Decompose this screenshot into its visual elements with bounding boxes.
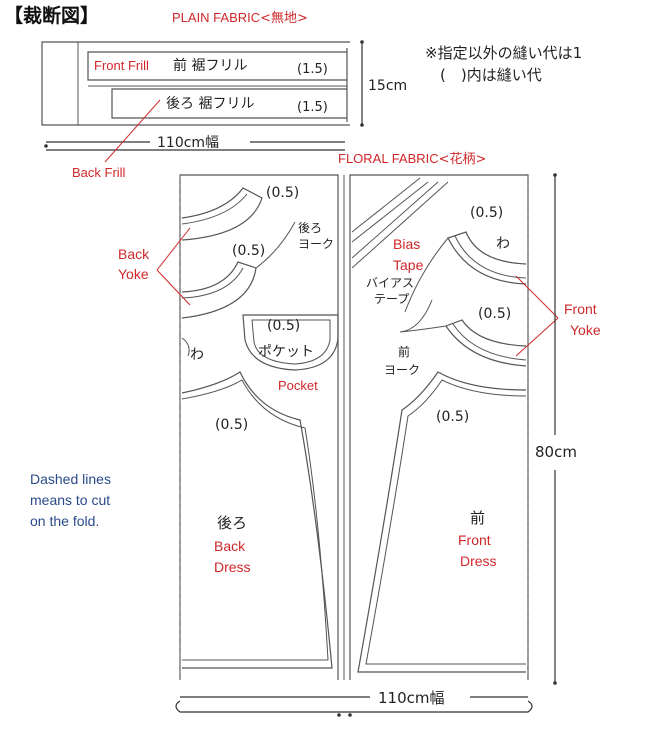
- bias-tape-strips: [351, 177, 449, 269]
- bias-tape-jp-line2: テープ: [374, 292, 409, 306]
- front-yoke-jp-line1: 前: [398, 344, 410, 359]
- floral-height-label: 80cm: [535, 443, 577, 461]
- plain-height-dimension: [360, 40, 364, 127]
- pocket-jp: ポケット: [258, 344, 314, 360]
- floral-width-label: 110cm幅: [378, 689, 445, 707]
- plain-fabric-label: PLAIN FABRIC<無地>: [172, 10, 308, 26]
- back-dress-jp: 後ろ: [217, 514, 247, 532]
- back-yoke-en-line2: Yoke: [118, 266, 149, 282]
- front-yoke-piece-lower: [399, 299, 527, 367]
- back-frill-en: Back Frill: [72, 165, 126, 180]
- front-frill-seam: (1.5): [297, 62, 328, 77]
- floral-fabric-layout: [179, 174, 529, 680]
- back-dress-piece: [181, 371, 333, 669]
- pocket-en: Pocket: [278, 378, 318, 393]
- back-frill-leader: [104, 99, 161, 163]
- back-yoke-seam-a: (0.5): [266, 185, 299, 201]
- back-yoke-en-line1: Back: [118, 246, 150, 262]
- front-dress-jp: 前: [470, 509, 485, 527]
- pocket-piece: [242, 314, 339, 371]
- fold-mark-left: わ: [190, 347, 204, 363]
- floral-fabric-label: FLORAL FABRIC<花柄>: [338, 151, 486, 167]
- fold-mark-right: わ: [496, 236, 510, 252]
- back-frill-piece: [111, 88, 347, 119]
- front-yoke-leader-b: [515, 317, 559, 357]
- front-yoke-seam-a: (0.5): [470, 205, 503, 221]
- plain-height-label: 15cm: [368, 78, 407, 94]
- back-frill-seam: (1.5): [297, 100, 328, 115]
- fold-note-line1: Dashed lines: [30, 471, 111, 487]
- diagram-title: 【裁断図】: [4, 4, 99, 27]
- fold-note-line3: on the fold.: [30, 513, 99, 529]
- plain-fabric-layout: [41, 41, 350, 126]
- back-yoke-piece-lower: [181, 221, 296, 319]
- front-dress-en-line1: Front: [458, 532, 491, 548]
- back-yoke-jp-line1: 後ろ: [298, 221, 322, 235]
- front-dress-piece: [357, 371, 527, 673]
- pocket-seam: (0.5): [267, 318, 300, 334]
- seam-note-line2: ( )内は縫い代: [440, 66, 542, 84]
- front-frill-jp: 前 裾フリル: [173, 57, 247, 74]
- floral-height-dimension: [553, 173, 557, 685]
- back-yoke-piece-upper: [181, 187, 263, 241]
- front-yoke-piece-upper: [404, 231, 527, 313]
- front-yoke-en-line1: Front: [564, 301, 597, 317]
- back-yoke-leader-b: [156, 269, 191, 306]
- back-dress-en-line1: Back: [214, 538, 246, 554]
- front-frill-piece: [87, 51, 347, 81]
- back-yoke-leader-a: [156, 227, 191, 271]
- back-dress-en-line2: Dress: [214, 559, 251, 575]
- seam-note-line1: ※指定以外の縫い代は1: [425, 44, 582, 62]
- back-yoke-jp-line2: ヨーク: [298, 237, 334, 251]
- front-frill-en: Front Frill: [94, 58, 149, 73]
- back-yoke-seam-b: (0.5): [232, 243, 265, 259]
- back-frill-jp: 後ろ 裾フリル: [166, 96, 254, 112]
- fold-note-line2: means to cut: [30, 492, 110, 508]
- bias-tape-en-line2: Tape: [393, 257, 424, 273]
- front-dress-seam: (0.5): [436, 409, 469, 425]
- front-yoke-leader-a: [515, 275, 559, 319]
- front-yoke-en-line2: Yoke: [570, 322, 601, 338]
- floral-width-dimension: [175, 696, 533, 717]
- bias-tape-en-line1: Bias: [393, 236, 420, 252]
- front-yoke-seam-b: (0.5): [478, 306, 511, 322]
- back-dress-seam: (0.5): [215, 417, 248, 433]
- plain-width-label: 110cm幅: [157, 135, 219, 151]
- bias-tape-jp-line1: バイアス: [366, 276, 414, 290]
- plain-width-dimension: [44, 141, 345, 151]
- front-yoke-jp-line2: ヨーク: [384, 363, 420, 377]
- front-dress-en-line2: Dress: [460, 553, 497, 569]
